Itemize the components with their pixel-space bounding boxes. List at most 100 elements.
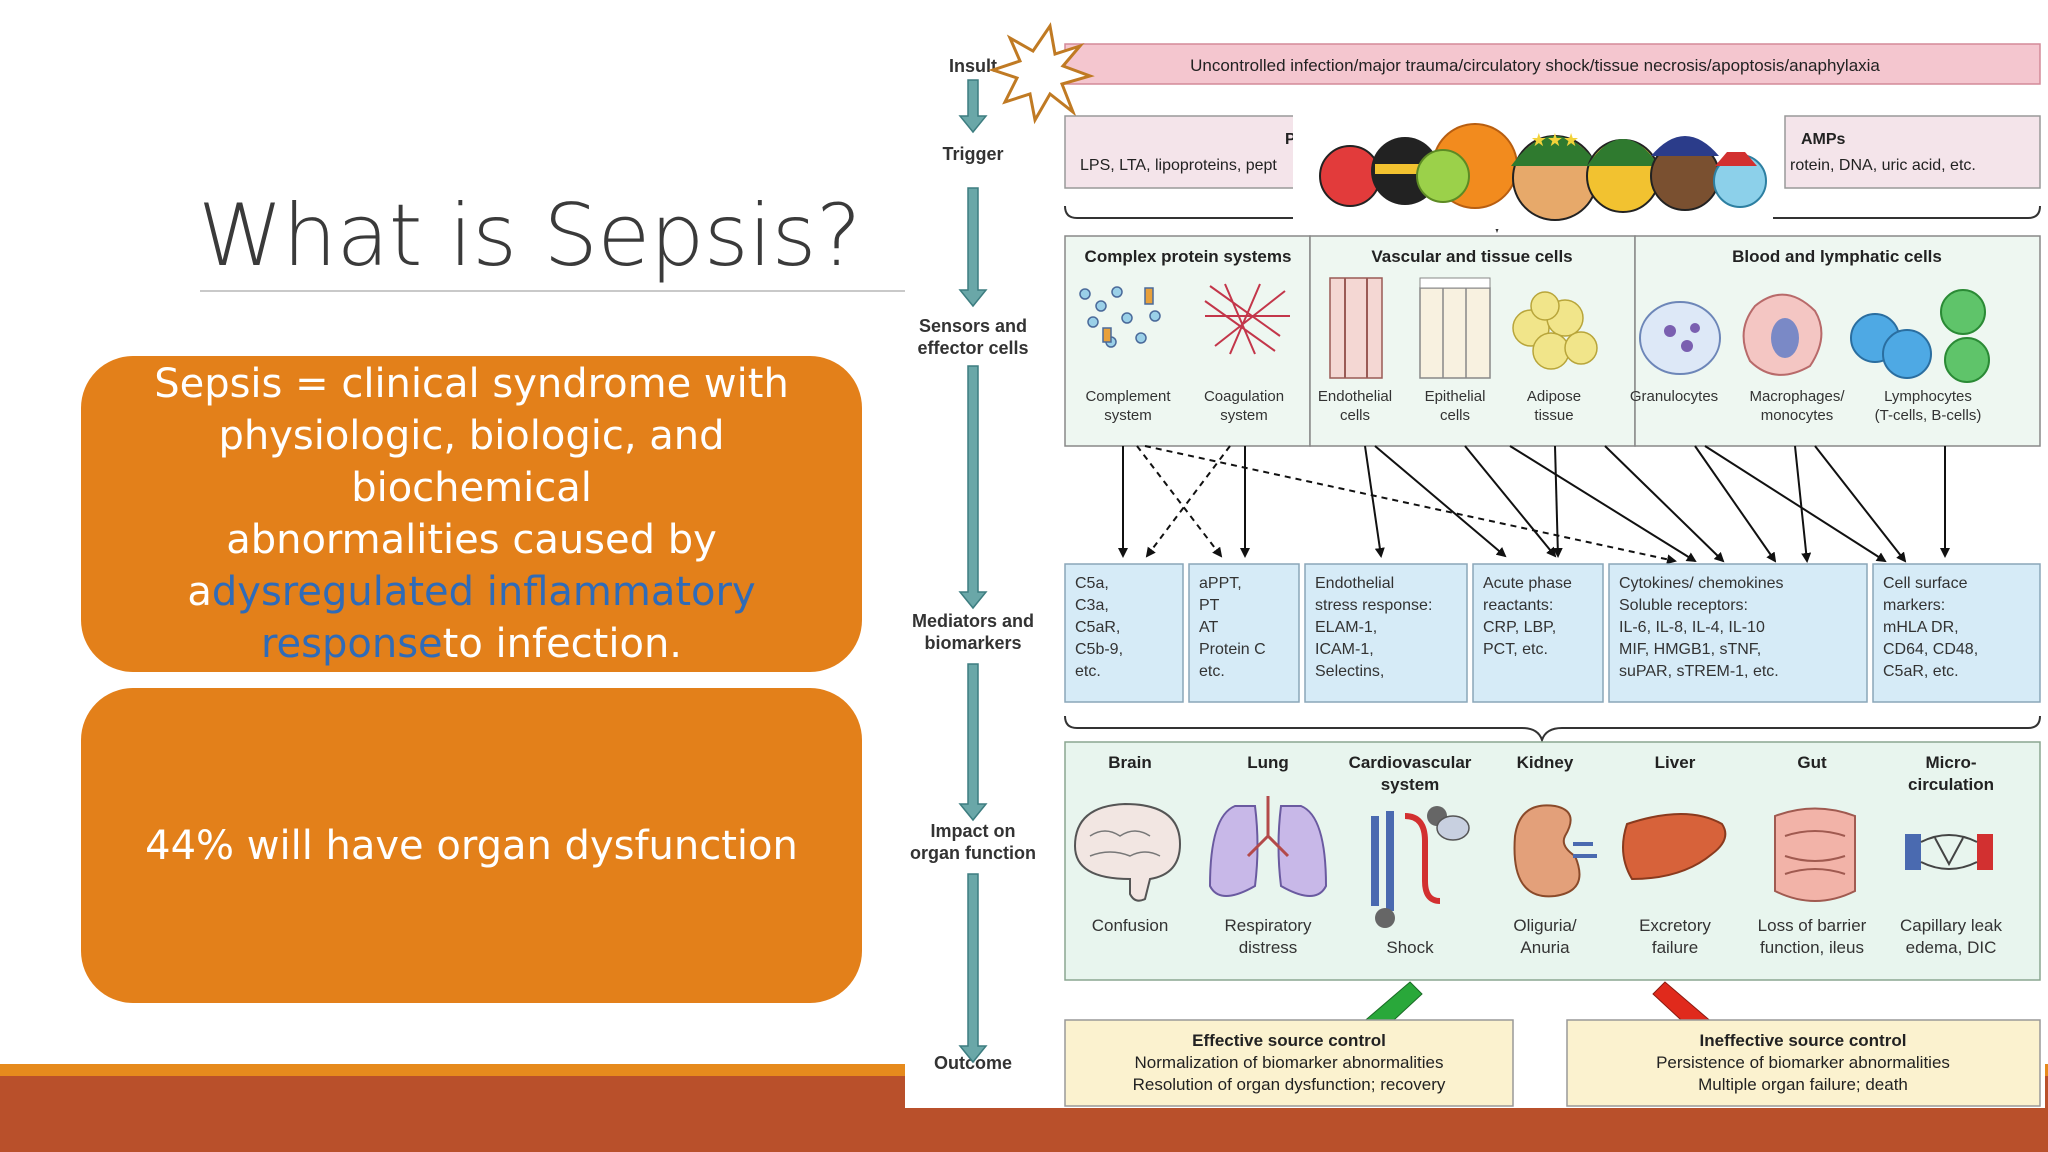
- trigger-brace: [1064, 205, 2041, 234]
- trigger-damps-title: AMPs: [1801, 131, 1846, 148]
- sensor-8-label-2: (T-cells, B-cells): [1875, 407, 1982, 424]
- sensor-3-label-1: Endothelial: [1318, 388, 1392, 405]
- mediator-6-line-3: mHLA DR,: [1883, 619, 1959, 636]
- mediator-2-line-4: Protein C: [1199, 641, 1266, 658]
- mediator-5-line-4: MIF, HMGB1, sTNF,: [1619, 641, 1761, 658]
- stage-sensors-2: effector cells: [917, 338, 1028, 358]
- organ-2-effect-2: distress: [1239, 938, 1298, 957]
- mediator-box-coagulation: [1188, 563, 1300, 703]
- mediator-box-cytokines: [1608, 563, 1868, 703]
- organ-7-name-1: Micro-: [1926, 753, 1977, 772]
- macrophage-icon: [1742, 293, 1823, 376]
- outcome-good-title: Effective source control: [1192, 1031, 1386, 1050]
- sensor-4-label-1: Epithelial: [1425, 388, 1486, 405]
- definition-highlight-2: response: [260, 621, 443, 667]
- mediator-3-line-2: stress response:: [1315, 597, 1432, 614]
- organ-5-effect-2: failure: [1652, 938, 1698, 957]
- mediator-1-line-4: C5b-9,: [1075, 641, 1123, 658]
- sensor-2-label-1: Coagulation: [1204, 388, 1284, 405]
- adipose-tissue-icon: [1512, 291, 1598, 370]
- trigger-damps-text: rotein, DNA, uric acid, etc.: [1790, 157, 1976, 174]
- definition-post: to infection.: [442, 621, 683, 667]
- statistic-box: 44% will have organ dysfunction: [81, 688, 862, 1003]
- organ-3-name-2: system: [1381, 775, 1440, 794]
- mediator-5-line-3: IL-6, IL-8, IL-4, IL-10: [1619, 619, 1765, 636]
- organ-3-name-1: Cardiovascular: [1349, 753, 1472, 772]
- mediator-6-line-2: markers:: [1883, 597, 1945, 614]
- sensor-5-label-1: Adipose: [1527, 388, 1581, 405]
- sensor-1-label-1: Complement: [1085, 388, 1171, 405]
- definition-highlight-1: dysregulated inflammatory: [211, 569, 756, 615]
- mediator-2-line-5: etc.: [1199, 663, 1225, 680]
- outcome-bad-line-2: Multiple organ failure; death: [1698, 1075, 1908, 1094]
- outcome-bad-line-1: Persistence of biomarker abnormalities: [1656, 1053, 1950, 1072]
- organ-7-effect-1: Capillary leak: [1900, 916, 2003, 935]
- brain-icon: [1073, 802, 1182, 902]
- sensor-6-label-1: Granulocytes: [1630, 388, 1718, 405]
- sepsis-pathway-diagram: Insult Trigger Sensors and effector cell…: [905, 16, 2045, 1108]
- insult-bar: [1064, 43, 2041, 85]
- definition-text: Sepsis = clinical syndrome with physiolo…: [105, 358, 838, 670]
- outcome-good-line-1: Normalization of biomarker abnormalities: [1135, 1053, 1444, 1072]
- complement-icon: [1079, 286, 1161, 348]
- mediator-3-line-5: Selectins,: [1315, 663, 1384, 680]
- stage-impact-1: Impact on: [930, 821, 1015, 841]
- epithelial-cells-icon: [1419, 277, 1491, 379]
- organ-2-name: Lung: [1247, 753, 1289, 772]
- outcome-effective-box: [1064, 1019, 1514, 1107]
- outcome-good-line-2: Resolution of organ dysfunction; recover…: [1133, 1075, 1446, 1094]
- dashed-cross-connectors: [1136, 445, 1677, 565]
- mediator-4-line-3: CRP, LBP,: [1483, 619, 1556, 636]
- organ-4-effect-1: Oliguria/: [1513, 916, 1577, 935]
- sensor-2-label-2: system: [1220, 407, 1268, 424]
- mediator-brace: [1064, 715, 2041, 744]
- slide-title: What is Sepsis?: [198, 186, 862, 286]
- mediator-box-cell-markers: [1872, 563, 2041, 703]
- mediator-5-line-5: suPAR, sTREM-1, etc.: [1619, 663, 1779, 680]
- stage-trigger: Trigger: [942, 144, 1003, 164]
- mediator-2-line-3: AT: [1199, 619, 1218, 636]
- stage-impact-2: organ function: [910, 843, 1036, 863]
- mediator-1-line-2: C3a,: [1075, 597, 1109, 614]
- mediator-6-line-5: C5aR, etc.: [1883, 663, 1959, 680]
- organ-7-effect-2: edema, DIC: [1906, 938, 1997, 957]
- organ-4-name: Kidney: [1517, 753, 1574, 772]
- organ-7-name-2: circulation: [1908, 775, 1994, 794]
- mediator-5-line-1: Cytokines/ chemokines: [1619, 575, 1784, 592]
- endothelial-cells-icon: [1329, 277, 1383, 379]
- granulocyte-icon: [1639, 301, 1721, 375]
- sensor-3-label-2: cells: [1340, 407, 1370, 424]
- sensor-8-label-1: Lymphocytes: [1884, 388, 1972, 405]
- definition-line-2: physiologic, biologic, and biochemical: [218, 413, 725, 511]
- sensor-7-label-1: Macrophages/: [1749, 388, 1845, 405]
- gut-icon: [1774, 807, 1856, 902]
- organ-6-effect-2: function, ileus: [1760, 938, 1864, 957]
- sensor-group-protein-systems: [1064, 235, 1311, 447]
- stage-insult: Insult: [949, 56, 997, 76]
- outcome-ineffective-box: [1566, 1019, 2041, 1107]
- svg-text:★★★: ★★★: [1531, 130, 1579, 151]
- mediator-1-line-3: C5aR,: [1075, 619, 1120, 636]
- sensor-group-1-title: Complex protein systems: [1085, 247, 1292, 266]
- organ-1-effect-1: Confusion: [1092, 916, 1169, 935]
- sensor-7-label-2: monocytes: [1761, 407, 1834, 424]
- definition-box: Sepsis = clinical syndrome with physiolo…: [81, 356, 862, 672]
- liver-icon: [1622, 813, 1727, 881]
- stage-mediators-2: biomarkers: [924, 633, 1021, 653]
- insult-text: Uncontrolled infection/major trauma/circ…: [1190, 56, 1880, 75]
- organ-2-effect-1: Respiratory: [1225, 916, 1312, 935]
- mediator-3-line-3: ELAM-1,: [1315, 619, 1377, 636]
- organ-1-name: Brain: [1108, 753, 1151, 772]
- mediator-2-line-1: aPPT,: [1199, 575, 1242, 592]
- definition-pre: a: [187, 569, 212, 615]
- sensor-group-2-title: Vascular and tissue cells: [1371, 247, 1572, 266]
- mediator-box-complement: [1064, 563, 1184, 703]
- sensor-4-label-2: cells: [1440, 407, 1470, 424]
- cardiovascular-icon: [1371, 806, 1470, 928]
- stage-mediators-1: Mediators and: [912, 611, 1034, 631]
- title-underline: [200, 290, 905, 292]
- outcome-bad-title: Ineffective source control: [1700, 1031, 1907, 1050]
- red-germ-icon: [1319, 145, 1381, 207]
- trigger-pamps-text: LPS, LTA, lipoproteins, pept: [1080, 157, 1277, 174]
- organ-3-effect-2: Shock: [1386, 938, 1434, 957]
